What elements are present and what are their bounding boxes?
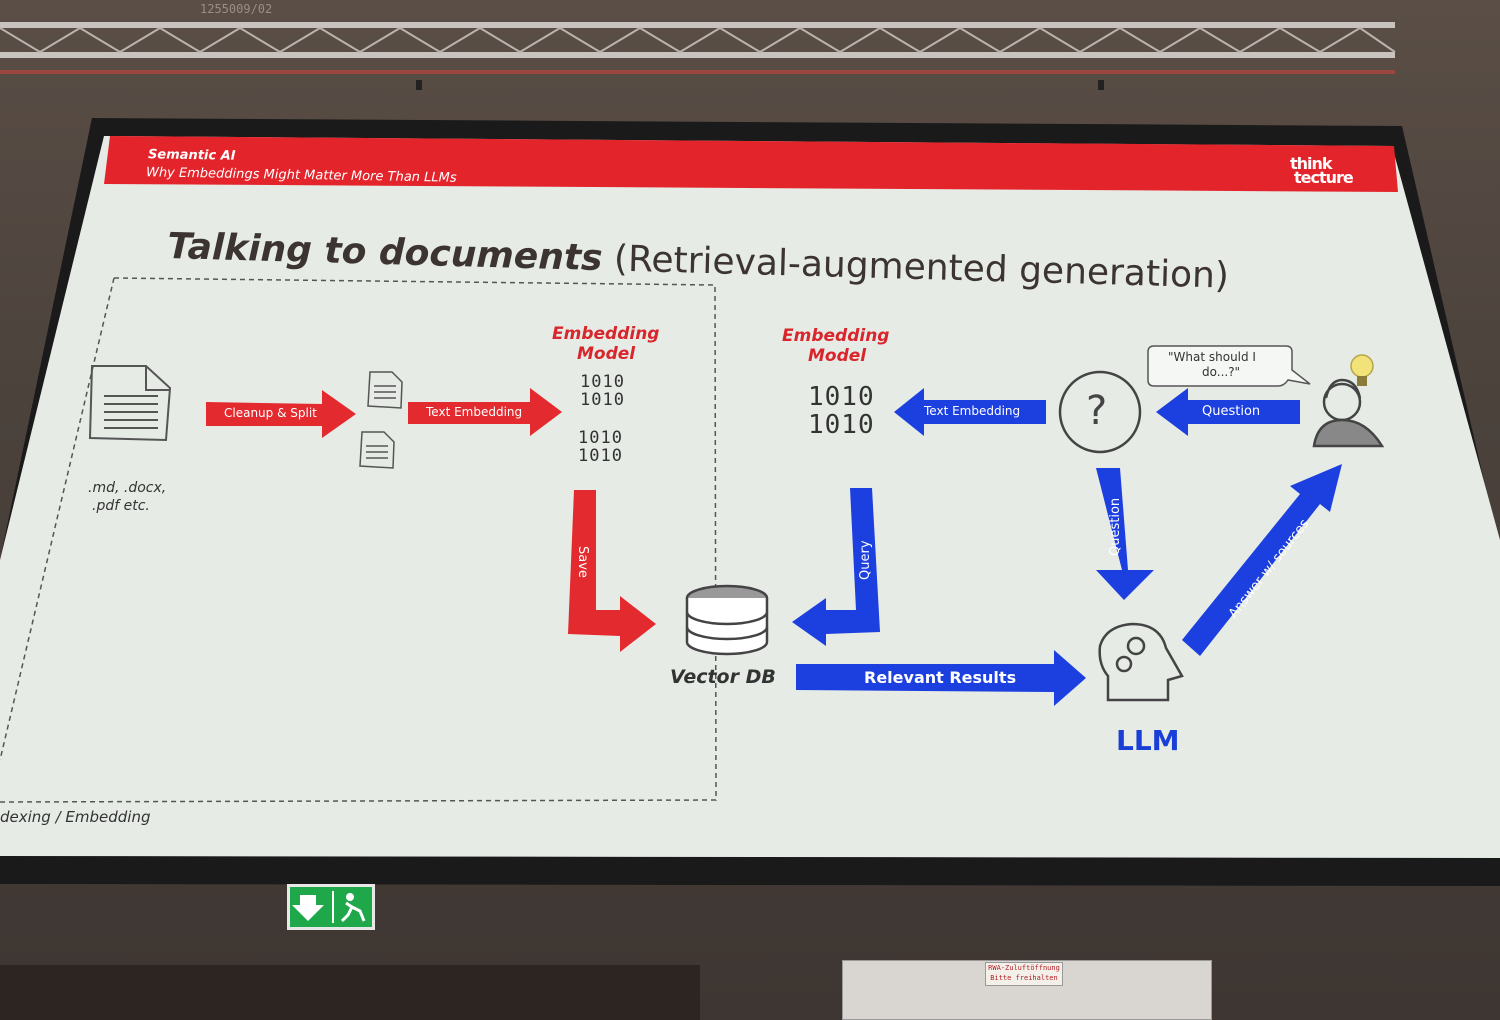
arrow-text-embedding-left: [408, 388, 562, 436]
binary-6: 1010: [808, 410, 875, 440]
exit-sign: [287, 884, 375, 930]
question-circle: [1058, 370, 1142, 454]
lighting-truss: [0, 22, 1396, 90]
lightbulb-icon: [1350, 354, 1374, 386]
doc-types-line2: .pdf etc.: [92, 498, 150, 514]
save-label: Save: [575, 546, 590, 578]
arrow-query: [792, 488, 880, 646]
vector-db-label: Vector DB: [670, 666, 776, 688]
truss-label: 1255009/02: [200, 2, 273, 16]
arrow-relevant: [796, 650, 1086, 706]
embedding-model-right-2: Model: [808, 346, 867, 366]
embedding-model-left-1: Embedding: [552, 324, 660, 344]
ventilation-notice: RWA-Zuluftöffnung Bitte freihalten: [985, 962, 1063, 986]
small-document-icon: [359, 371, 403, 469]
arrow-question-down: [1096, 468, 1154, 600]
llm-label: LLM: [1116, 724, 1180, 757]
speech-bubble-line2: do...?": [1202, 365, 1241, 379]
text-embedding-right-label: Text Embedding: [924, 404, 1021, 418]
logo-line-2: tecture: [1294, 168, 1354, 187]
embedding-model-left-2: Model: [577, 344, 636, 364]
arrow-text-embedding-right: [894, 388, 1046, 436]
exit-running-man-icon: [292, 891, 366, 923]
question-top-label: Question: [1202, 404, 1261, 419]
question-down-label: Question: [1108, 497, 1123, 556]
binary-2: 1010: [580, 390, 625, 410]
document-icon: [88, 365, 172, 442]
logo-line-1: think: [1290, 154, 1333, 173]
embedding-model-right-1: Embedding: [782, 326, 890, 346]
speech-bubble: [1147, 345, 1311, 387]
notice-line1: RWA-Zuluftöffnung: [988, 964, 1060, 972]
arrow-question-top: [1156, 388, 1300, 436]
lower-wall-shadow: [0, 965, 700, 1020]
database-icon: [685, 584, 769, 656]
text-embedding-left-label: Text Embedding: [426, 405, 523, 419]
arrow-cleanup: [206, 390, 356, 438]
box-caption: dexing / Embedding: [0, 808, 151, 826]
binary-3: 1010: [578, 428, 623, 448]
relevant-results-label: Relevant Results: [864, 668, 1017, 687]
notice-line2: Bitte freihalten: [990, 974, 1058, 982]
arrow-answer: [1182, 464, 1342, 656]
cleanup-label: Cleanup & Split: [224, 406, 317, 420]
doc-types-line1: .md, .docx,: [88, 480, 167, 496]
query-label: Query: [858, 540, 873, 580]
person-icon: [1312, 378, 1385, 448]
speech-bubble-line1: "What should I: [1168, 350, 1256, 364]
binary-1: 1010: [580, 372, 625, 392]
binary-4: 1010: [578, 446, 623, 466]
question-mark: ?: [1086, 388, 1108, 434]
binary-5: 1010: [808, 382, 875, 412]
llm-head-icon: [1098, 622, 1184, 702]
arrow-save: [568, 490, 656, 652]
